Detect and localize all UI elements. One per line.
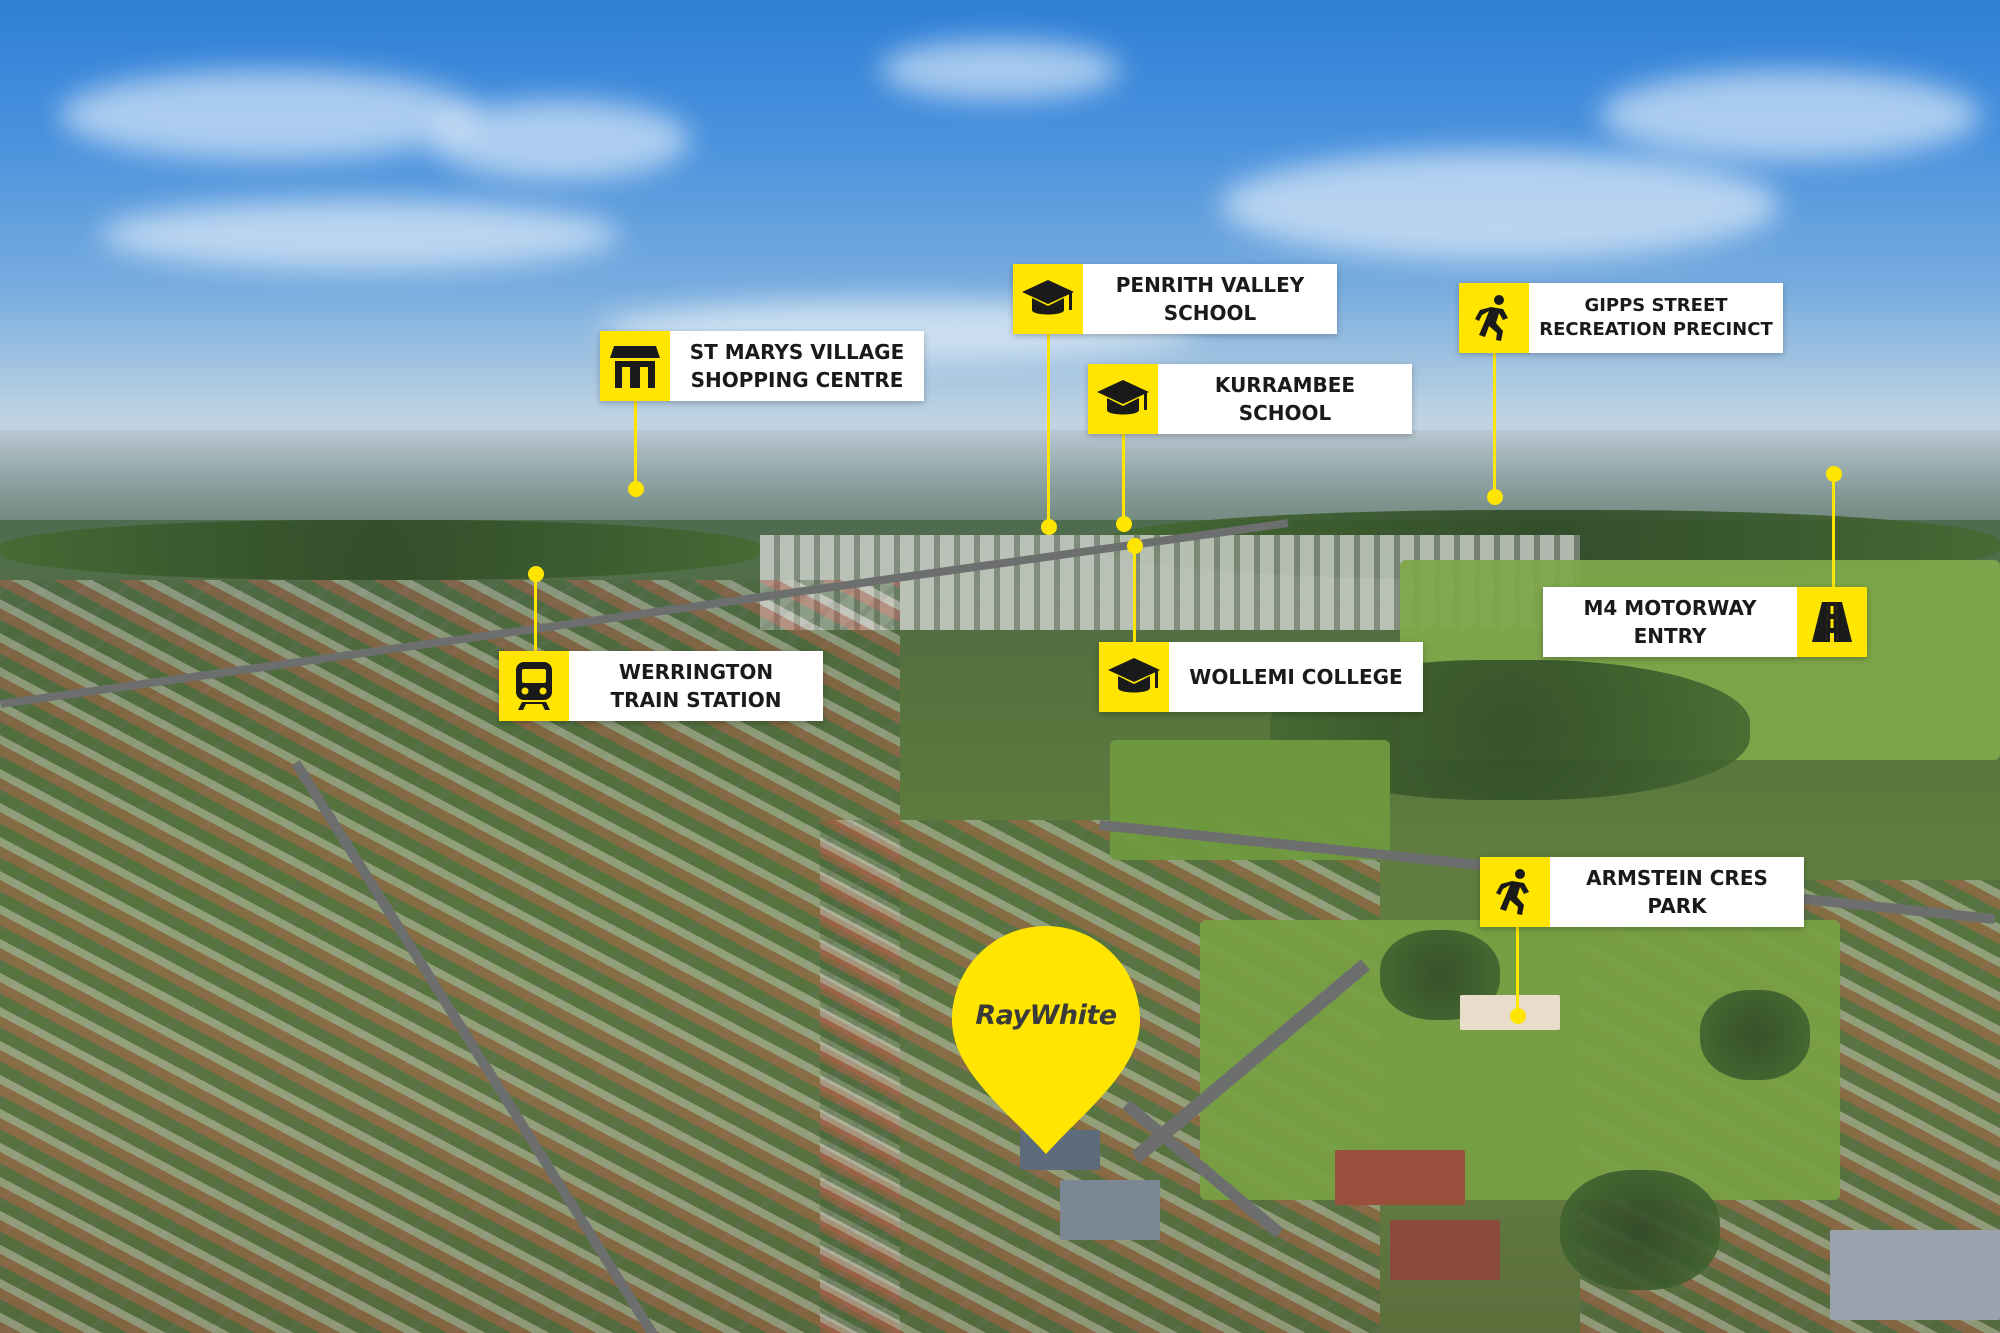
location-label-armstein: ARMSTEIN CRES PARK <box>1480 857 1804 927</box>
location-label-st-marys: ST MARYS VILLAGE SHOPPING CENTRE <box>600 331 924 401</box>
location-label-gipps-street: GIPPS STREET RECREATION PRECINCT <box>1459 283 1783 353</box>
graduation-cap-icon <box>1088 364 1158 434</box>
graduation-cap-icon <box>1099 642 1169 712</box>
pin-dot <box>1041 519 1057 535</box>
house-roof <box>1390 1220 1500 1280</box>
cloud <box>1600 70 1980 160</box>
location-label-kurrambee: KURRAMBEE SCHOOL <box>1088 364 1412 434</box>
running-person-icon <box>1480 857 1550 927</box>
location-name: WOLLEMI COLLEGE <box>1189 665 1403 689</box>
pin-line <box>534 575 537 651</box>
location-name: GIPPS STREET RECREATION PRECINCT <box>1539 295 1773 340</box>
pin-dot <box>1487 489 1503 505</box>
location-name: WERRINGTON TRAIN STATION <box>610 660 782 712</box>
train-icon <box>499 651 569 721</box>
tree <box>1560 1170 1720 1290</box>
cloud <box>100 200 620 270</box>
tree <box>1700 990 1810 1080</box>
location-name: M4 MOTORWAY ENTRY <box>1583 596 1757 648</box>
pin-line <box>1047 334 1050 528</box>
road-icon <box>1797 587 1867 657</box>
location-label-penrith-valley: PENRITH VALLEY SCHOOL <box>1013 264 1337 334</box>
pin-dot <box>528 566 544 582</box>
location-label-wollemi: WOLLEMI COLLEGE <box>1099 642 1423 712</box>
cloud <box>60 70 480 160</box>
cloud <box>880 40 1120 100</box>
pin-dot <box>1116 516 1132 532</box>
house-roof <box>1060 1180 1160 1240</box>
cloud <box>1220 150 1780 260</box>
pin-dot <box>1127 538 1143 554</box>
pin-line <box>1133 546 1136 642</box>
graduation-cap-icon <box>1013 264 1083 334</box>
pin-line <box>1516 925 1519 1017</box>
running-person-icon <box>1459 283 1529 353</box>
brand-logo: RayWhite <box>975 1000 1117 1031</box>
house-roof <box>1335 1150 1465 1205</box>
pin-line <box>1832 475 1835 587</box>
location-label-werrington: WERRINGTON TRAIN STATION <box>499 651 823 721</box>
location-name: PENRITH VALLEY SCHOOL <box>1115 273 1305 325</box>
location-name: ARMSTEIN CRES PARK <box>1586 866 1768 918</box>
tree-line <box>0 520 760 580</box>
pin-line <box>634 400 637 488</box>
pin-dot <box>1510 1008 1526 1024</box>
shop-icon <box>600 331 670 401</box>
pin-line <box>1122 434 1125 524</box>
pin-dot <box>628 481 644 497</box>
pin-line <box>1493 352 1496 494</box>
location-name: KURRAMBEE SCHOOL <box>1214 373 1356 425</box>
location-name: ST MARYS VILLAGE SHOPPING CENTRE <box>689 340 905 392</box>
cloud <box>430 100 690 180</box>
building-roof <box>1830 1230 2000 1320</box>
map-pin-icon <box>952 926 1140 1154</box>
pin-dot <box>1826 466 1842 482</box>
location-label-m4: M4 MOTORWAY ENTRY <box>1543 587 1867 657</box>
